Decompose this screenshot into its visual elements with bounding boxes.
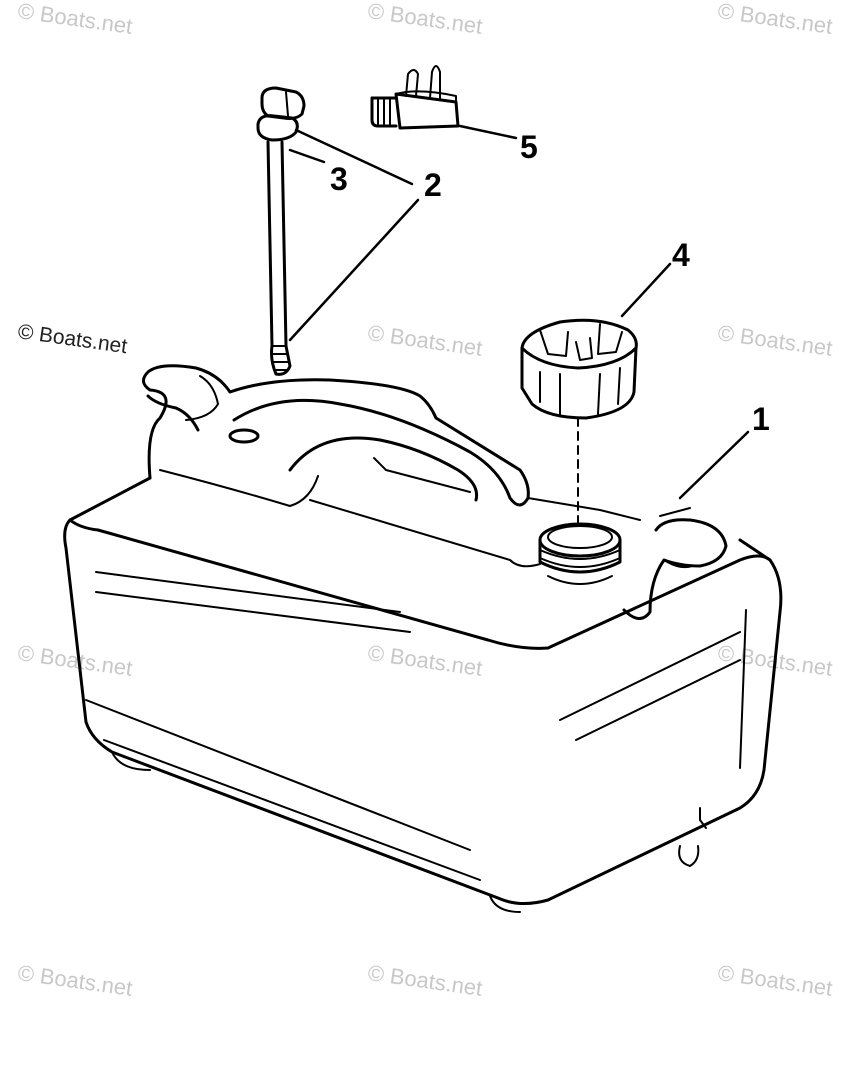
connector-fitting: [370, 65, 460, 130]
leader-lines: [288, 124, 750, 500]
callout-2: 2: [424, 167, 442, 203]
callout-4: 4: [672, 237, 690, 273]
callout-1: 1: [752, 401, 770, 437]
pickup-tube: [256, 86, 306, 376]
fill-cap: [520, 318, 638, 420]
fuel-tank: [63, 364, 783, 913]
callout-5: 5: [520, 129, 538, 165]
callout-3: 3: [330, 161, 348, 197]
